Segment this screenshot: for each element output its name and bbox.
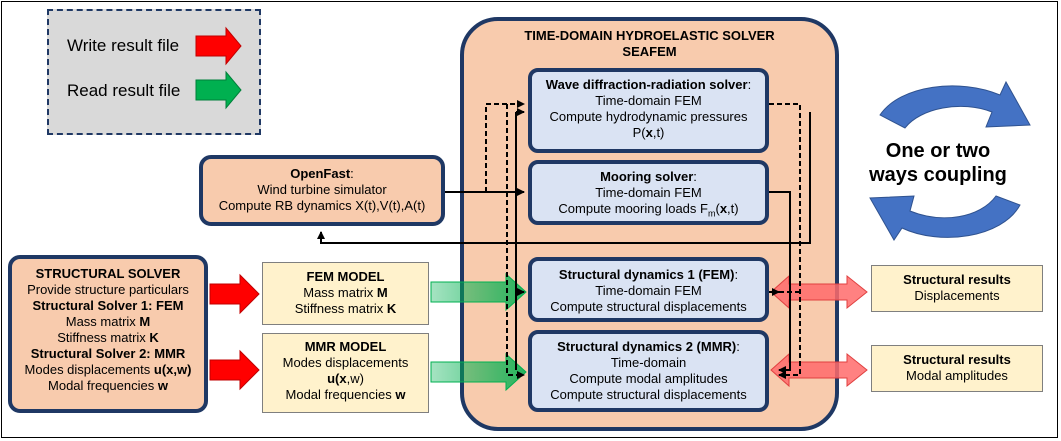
mooring-solver-line1: Time-domain FEM bbox=[595, 185, 702, 200]
struct-dyn2-title: Structural dynamics 2 (MMR) bbox=[557, 339, 737, 354]
structural-solver-line1: Provide structure particulars bbox=[27, 282, 189, 297]
red-arrow-to-mmr bbox=[209, 349, 260, 391]
line-feedback-openfast bbox=[317, 112, 811, 244]
line-right-bus bbox=[769, 191, 791, 374]
openfast-line2: Compute RB dynamics X(t),V(t),A(t) bbox=[218, 198, 426, 213]
seafem-title-line1: TIME-DOMAIN HYDROELASTIC SOLVER bbox=[524, 28, 775, 43]
struct-dyn2-line3: Compute structural displacements bbox=[550, 387, 747, 402]
structural-solver-box: STRUCTURAL SOLVER Provide structure part… bbox=[8, 255, 208, 413]
wave-solver-box: Wave diffraction-radiation solver: Time-… bbox=[528, 68, 769, 153]
line-dashed-right bbox=[769, 103, 801, 379]
legend-write-label: Write result file bbox=[67, 36, 180, 55]
struct-dyn1-title: Structural dynamics 1 (FEM) bbox=[558, 267, 735, 282]
fem-model-box: FEM MODEL Mass matrix M Stiffness matrix… bbox=[262, 262, 429, 325]
green-arrow-to-sd2 bbox=[430, 352, 527, 392]
cycle-arrow-top bbox=[879, 80, 1031, 129]
results1-box: Structural results Displacements bbox=[871, 265, 1043, 312]
openfast-line1: Wind turbine simulator bbox=[257, 182, 387, 197]
struct-dyn2-line2: Compute modal amplitudes bbox=[569, 371, 728, 386]
structural-solver-2: Structural Solver 2: MMR bbox=[30, 346, 186, 361]
results2-box: Structural results Modal amplitudes bbox=[871, 345, 1043, 392]
mooring-solver-title: Mooring solver bbox=[600, 169, 694, 184]
green-arrow-to-sd1 bbox=[430, 272, 527, 312]
results2-title: Structural results bbox=[903, 352, 1011, 367]
red-arrow-to-fem bbox=[209, 273, 260, 315]
fem-model-title: FEM MODEL bbox=[306, 269, 385, 284]
struct-dyn2-box: Structural dynamics 2 (MMR): Time-domain… bbox=[528, 330, 769, 412]
results1-line1: Displacements bbox=[914, 288, 1000, 303]
coupling-line2: ways coupling bbox=[869, 164, 1007, 186]
structural-solver-title: STRUCTURAL SOLVER bbox=[35, 266, 181, 281]
seafem-title-line2: SEAFEM bbox=[622, 44, 677, 59]
cycle-arrow-bottom bbox=[869, 195, 1021, 241]
legend-green-arrow bbox=[195, 70, 242, 110]
structural-solver-1: Structural Solver 1: FEM bbox=[32, 298, 184, 313]
results1-title: Structural results bbox=[903, 272, 1011, 287]
mmr-model-box: MMR MODEL Modes displacements u(x,w) Mod… bbox=[262, 333, 429, 413]
struct-dyn1-line1: Time-domain FEM bbox=[595, 283, 702, 298]
wave-solver-title: Wave diffraction-radiation solver bbox=[545, 77, 748, 92]
wave-solver-line1: Time-domain FEM bbox=[595, 93, 702, 108]
legend-red-arrow bbox=[195, 26, 242, 66]
legend bbox=[47, 9, 261, 135]
mmr-model-title: MMR MODEL bbox=[304, 339, 387, 354]
coupling-line1: One or two bbox=[885, 140, 991, 162]
legend-read-label: Read result file bbox=[67, 81, 181, 100]
mooring-solver-box: Mooring solver: Time-domain FEM Compute … bbox=[528, 160, 769, 225]
struct-dyn1-box: Structural dynamics 1 (FEM): Time-domain… bbox=[528, 257, 769, 322]
coupling-label: One or two ways coupling bbox=[858, 139, 1018, 187]
wave-solver-line2: Compute hydrodynamic pressures bbox=[549, 109, 748, 124]
results2-line1: Modal amplitudes bbox=[906, 368, 1008, 383]
struct-dyn2-line1: Time-domain bbox=[610, 355, 687, 370]
line-dashed-left2 bbox=[506, 104, 525, 379]
red-arrow-to-results1 bbox=[770, 274, 868, 310]
openfast-title: OpenFast bbox=[290, 166, 351, 181]
struct-dyn1-line2: Compute structural displacements bbox=[550, 299, 747, 314]
mmr-model-line1: Modes displacements bbox=[282, 355, 409, 370]
line-dashed-left bbox=[485, 100, 525, 192]
openfast-box: OpenFast: Wind turbine simulator Compute… bbox=[199, 155, 445, 226]
